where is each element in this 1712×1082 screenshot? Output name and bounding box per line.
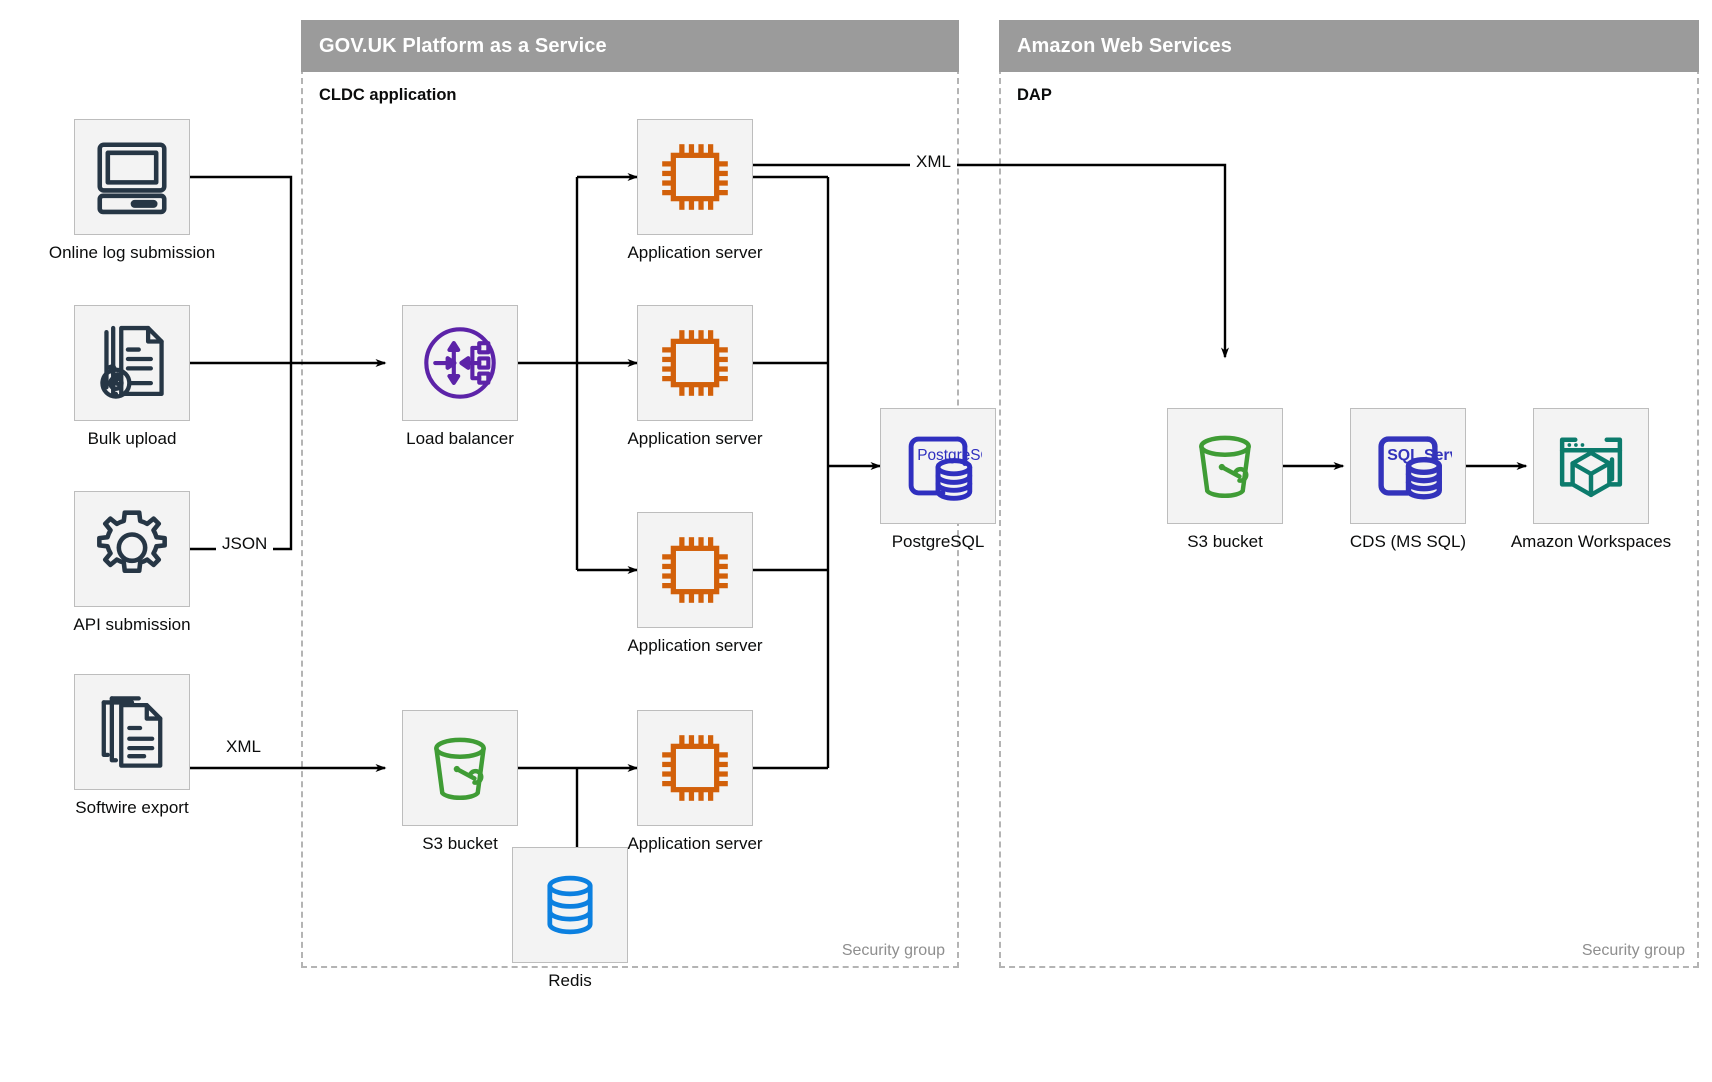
node-cds-mssql[interactable]: SQL Server CDS (MS SQL) [1350, 408, 1466, 551]
node-label: Redis [548, 971, 592, 990]
group-title-cldc: CLDC application [319, 86, 457, 104]
cpu-chip-icon [662, 735, 728, 801]
sql-server-icon: SQL Server [1378, 436, 1452, 500]
node-label: Online log submission [48, 243, 216, 262]
node-label: PostgreSQL [891, 532, 985, 551]
sql-server-icon-text: SQL Server [1387, 447, 1452, 464]
postgresql-icon: PostgreSQL [908, 436, 982, 501]
postgresql-icon-text: PostgreSQL [917, 447, 982, 464]
security-group-label-paas: Security group [841, 942, 945, 959]
node-application-server-2[interactable]: Application server [627, 305, 763, 448]
node-label: Softwire export [75, 798, 189, 817]
node-label: API submission [73, 615, 191, 634]
edge-label-xml-softwire: XML [220, 737, 267, 757]
zone-header-paas: GOV.UK Platform as a Service [301, 20, 959, 72]
node-tile: SQL Server [1350, 408, 1466, 524]
node-bulk-upload[interactable]: Bulk upload [74, 305, 190, 448]
s3-bucket-icon [1199, 435, 1251, 498]
cpu-chip-icon [662, 330, 728, 396]
node-s3-bucket-paas[interactable]: S3 bucket [402, 710, 518, 853]
node-label: S3 bucket [422, 834, 498, 853]
node-tile [637, 710, 753, 826]
edge-label-xml-export: XML [910, 152, 957, 172]
node-tile [637, 512, 753, 628]
node-tile [512, 847, 628, 963]
node-tile: PostgreSQL [880, 408, 996, 524]
node-label: Amazon Workspaces [1510, 532, 1672, 551]
cpu-chip-icon [662, 537, 728, 603]
node-label: Application server [627, 243, 763, 262]
node-label: Bulk upload [87, 429, 177, 448]
node-tile [402, 710, 518, 826]
edge-label-json: JSON [216, 534, 274, 554]
s3-bucket-icon [434, 737, 486, 800]
node-label: Application server [627, 636, 763, 655]
node-application-server-1[interactable]: Application server [627, 119, 763, 262]
node-label: Load balancer [406, 429, 514, 448]
desktop-computer-icon [97, 142, 167, 215]
node-tile [637, 305, 753, 421]
node-tile [637, 119, 753, 235]
documents-stack-icon [101, 696, 163, 768]
node-s3-bucket-aws[interactable]: S3 bucket [1167, 408, 1283, 551]
node-api-submission[interactable]: API submission [73, 491, 191, 634]
node-softwire-export[interactable]: Softwire export [74, 674, 190, 817]
node-tile [402, 305, 518, 421]
node-tile [1167, 408, 1283, 524]
node-application-server-4[interactable]: Application server [627, 710, 763, 853]
node-online-log-submission[interactable]: Online log submission [49, 119, 215, 262]
document-gear-icon [100, 325, 164, 399]
node-label: S3 bucket [1187, 532, 1263, 551]
node-redis[interactable]: Redis [512, 847, 628, 990]
zone-header-aws: Amazon Web Services [999, 20, 1699, 72]
amazon-workspaces-icon [1559, 437, 1623, 498]
security-group-paas: Security group [301, 68, 959, 968]
group-title-dap: DAP [1017, 86, 1052, 104]
node-label: Application server [627, 834, 763, 853]
redis-database-icon [547, 875, 593, 935]
security-group-label-aws: Security group [1581, 942, 1685, 959]
zone-title-aws: Amazon Web Services [1017, 34, 1232, 57]
node-label: CDS (MS SQL) [1349, 532, 1467, 551]
node-tile [74, 491, 190, 607]
gear-icon [97, 510, 167, 574]
load-balancer-icon [424, 327, 496, 399]
node-load-balancer[interactable]: Load balancer [402, 305, 518, 448]
node-tile [74, 305, 190, 421]
node-tile [1533, 408, 1649, 524]
node-postgresql[interactable]: PostgreSQL PostgreSQL [880, 408, 996, 551]
node-tile [74, 119, 190, 235]
node-application-server-3[interactable]: Application server [627, 512, 763, 655]
cpu-chip-icon [662, 144, 728, 210]
node-amazon-workspaces[interactable]: Amazon Workspaces [1511, 408, 1671, 551]
node-label: Application server [627, 429, 763, 448]
zone-title-paas: GOV.UK Platform as a Service [319, 34, 607, 57]
node-tile [74, 674, 190, 790]
